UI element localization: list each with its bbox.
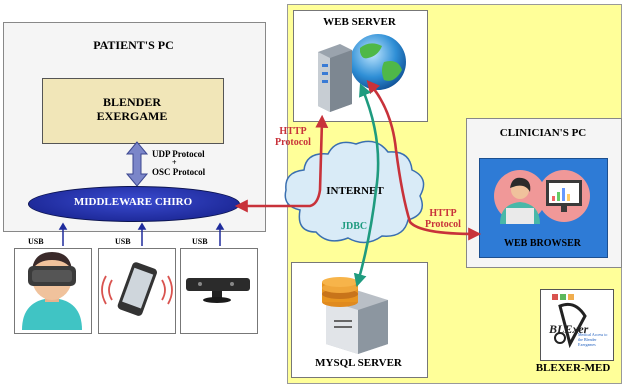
- web-server-title: WEB SERVER: [323, 16, 396, 28]
- http-right-line2: Protocol: [425, 219, 461, 230]
- http-protocol-left: HTTP Protocol: [262, 126, 324, 148]
- blexer-logo-subtitle: Medical Access to the Blender Exergames: [578, 332, 608, 347]
- blexer-logo-text: BLExer: [549, 322, 589, 336]
- blexer-med-title: BLEXER-MED: [535, 362, 611, 374]
- web-browser-label: WEB BROWSER: [504, 238, 581, 249]
- usb-label-3: USB: [192, 237, 208, 246]
- mysql-server-title: MYSQL SERVER: [315, 357, 402, 369]
- usb-label-2: USB: [115, 237, 131, 246]
- http-right-line1: HTTP: [429, 208, 457, 219]
- protocol-plus-label: +: [172, 158, 177, 167]
- jdbc-label: JDBC: [341, 221, 368, 232]
- udp-protocol-label: UDP Protocol: [152, 149, 205, 159]
- usb-label-1: USB: [28, 237, 44, 246]
- http-left-line2: Protocol: [275, 137, 311, 148]
- blender-exergame-box: [42, 78, 224, 144]
- jdbc-arrow: [353, 83, 380, 288]
- osc-protocol-label: OSC Protocol: [152, 167, 206, 177]
- middleware-chiro-label: MIDDLEWARE CHIRO: [73, 196, 193, 208]
- http-protocol-right: HTTP Protocol: [418, 208, 468, 230]
- http-arrow-middleware-webserver: [234, 114, 329, 213]
- middleware-chiro: [28, 186, 240, 222]
- http-arrow-webserver-browser: [366, 80, 482, 241]
- usb-icon: [58, 222, 225, 246]
- blender-exergame-label: BLENDER EXERGAME: [96, 95, 168, 123]
- clinician-pc-title: CLINICIAN'S PC: [499, 127, 587, 139]
- patient-pc-title: PATIENT'S PC: [93, 38, 174, 52]
- blexer-logo-box: [540, 289, 614, 361]
- http-left-line1: HTTP: [279, 126, 307, 137]
